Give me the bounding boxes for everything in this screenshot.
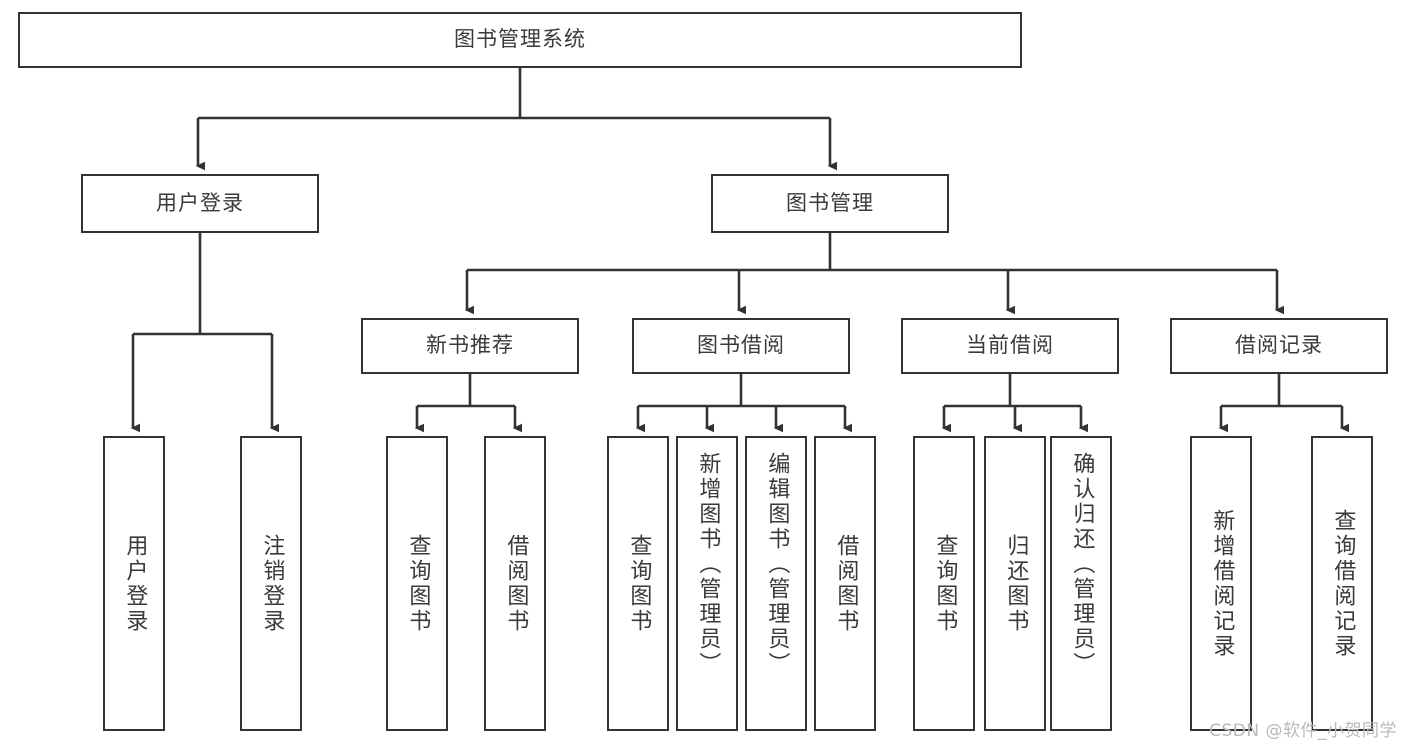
node-user-login-label: 用户登录 [156,190,244,215]
node-current-borrow[interactable]: 当前借阅 [901,318,1119,374]
leaf-borrow-book-newbook[interactable]: 借阅图书 [484,436,546,731]
leaf-borrow-book-label: 借阅图书 [833,533,859,634]
node-book-borrow-label: 图书借阅 [697,333,785,358]
node-borrow-records-label: 借阅记录 [1235,333,1323,358]
node-user-login[interactable]: 用户登录 [81,174,319,233]
node-root[interactable]: 图书管理系统 [18,12,1022,68]
leaf-confirm-return-admin-label: 确认归还（管理员） [1069,452,1095,677]
node-borrow-records[interactable]: 借阅记录 [1170,318,1388,374]
leaf-query-book-current[interactable]: 查询图书 [913,436,975,731]
leaf-logout[interactable]: 注销登录 [240,436,302,731]
node-book-management[interactable]: 图书管理 [711,174,949,233]
leaf-confirm-return-admin[interactable]: 确认归还（管理员） [1050,436,1112,731]
leaf-query-book-borrow-label: 查询图书 [626,533,652,634]
node-new-book-recommend[interactable]: 新书推荐 [361,318,579,374]
leaf-logout-label: 注销登录 [259,533,285,634]
leaf-user-login[interactable]: 用户登录 [103,436,165,731]
node-current-borrow-label: 当前借阅 [966,333,1054,358]
leaf-add-borrow-record-label: 新增借阅记录 [1209,508,1235,659]
node-new-book-recommend-label: 新书推荐 [426,333,514,358]
leaf-query-borrow-record[interactable]: 查询借阅记录 [1311,436,1373,731]
node-root-label: 图书管理系统 [454,27,586,52]
leaf-borrow-book[interactable]: 借阅图书 [814,436,876,731]
leaf-add-book-admin-label: 新增图书（管理员） [695,452,721,677]
leaf-user-login-label: 用户登录 [122,533,148,634]
leaf-add-borrow-record[interactable]: 新增借阅记录 [1190,436,1252,731]
leaf-edit-book-admin-label: 编辑图书（管理员） [764,452,790,677]
leaf-query-borrow-record-label: 查询借阅记录 [1330,508,1356,659]
node-book-management-label: 图书管理 [786,190,874,215]
leaf-query-book-borrow[interactable]: 查询图书 [607,436,669,731]
leaf-return-book[interactable]: 归还图书 [984,436,1046,731]
leaf-query-book-newbook-label: 查询图书 [405,533,431,634]
leaf-query-book-current-label: 查询图书 [932,533,958,634]
leaf-add-book-admin[interactable]: 新增图书（管理员） [676,436,738,731]
leaf-query-book-newbook[interactable]: 查询图书 [386,436,448,731]
node-book-borrow[interactable]: 图书借阅 [632,318,850,374]
leaf-return-book-label: 归还图书 [1003,533,1029,634]
leaf-edit-book-admin[interactable]: 编辑图书（管理员） [745,436,807,731]
csdn-watermark: CSDN @软件_小贺同学 [1209,721,1397,741]
leaf-borrow-book-newbook-label: 借阅图书 [503,533,529,634]
